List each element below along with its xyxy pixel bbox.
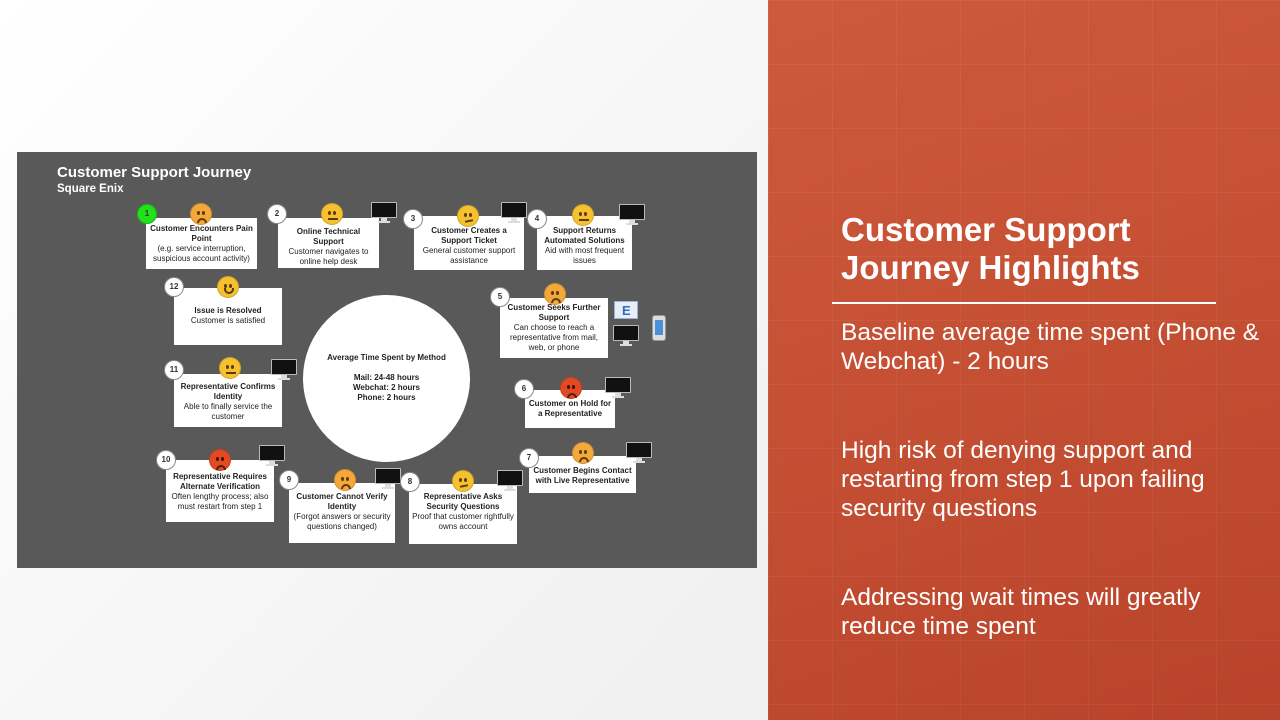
highlights-panel: Customer Support Journey Highlights Base… (768, 0, 1280, 720)
step-number-6: 6 (514, 379, 534, 399)
monitor-icon (497, 470, 523, 491)
average-time-phone: Phone: 2 hours (357, 393, 416, 402)
step-card-2: Online Technical Support Customer naviga… (278, 218, 379, 268)
step-number-10: 10 (156, 450, 176, 470)
step-number-4: 4 (527, 209, 547, 229)
sad-icon (572, 442, 594, 464)
step-card-10: Representative Requires Alternate Verifi… (166, 460, 274, 522)
monitor-icon (619, 204, 645, 225)
monitor-icon (605, 377, 631, 398)
phone-icon (652, 315, 666, 341)
monitor-icon (626, 442, 652, 463)
journey-map: Customer Support Journey Square Enix Cus… (17, 152, 757, 568)
step-number-8: 8 (400, 472, 420, 492)
average-time-title: Average Time Spent by Method (327, 353, 446, 362)
highlight-point-3: Addressing wait times will greatly reduc… (841, 584, 1201, 640)
journey-title: Customer Support Journey (57, 164, 252, 181)
neutral-face-icon (321, 203, 343, 225)
monitor-icon (371, 202, 397, 223)
angry-face-icon (209, 449, 231, 471)
thinking-face-icon (452, 470, 474, 492)
step-number-7: 7 (519, 448, 539, 468)
angry-face-icon (560, 377, 582, 399)
monitor-icon (501, 202, 527, 223)
monitor-icon (613, 325, 639, 346)
step-card-1: Customer Encounters Pain Point (e.g. ser… (146, 218, 257, 269)
sad-icon (544, 283, 566, 305)
sad-icon (334, 469, 356, 491)
neutral-face-icon (572, 204, 594, 226)
step-number-9: 9 (279, 470, 299, 490)
title-divider (832, 302, 1216, 304)
thinking-face-icon (457, 205, 479, 227)
step-card-5: Customer Seeks Further Support Can choos… (500, 298, 608, 358)
highlight-point-2: High risk of denying support and restart… (841, 437, 1205, 522)
step-number-11: 11 (164, 360, 184, 380)
step-number-12: 12 (164, 277, 184, 297)
mail-icon: E (614, 301, 638, 319)
monitor-icon (271, 359, 297, 380)
step-number-5: 5 (490, 287, 510, 307)
panel-grid-texture (768, 0, 1280, 720)
step-card-11: Representative Confirms Identity Able to… (174, 374, 282, 427)
monitor-icon (259, 445, 285, 466)
step-number-1: 1 (137, 204, 157, 224)
neutral-face-icon (219, 357, 241, 379)
average-time-mail: Mail: 24-48 hours (353, 373, 420, 382)
step-number-2: 2 (267, 204, 287, 224)
step-number-3: 3 (403, 209, 423, 229)
happy-face-icon (217, 276, 239, 298)
step-card-9: Customer Cannot Verify Identity (Forgot … (289, 483, 395, 543)
step-card-8: Representative Asks Security Questions P… (409, 484, 517, 544)
average-time-circle: Average Time Spent by Method Mail: 24-48… (303, 295, 470, 462)
highlight-point-1: Baseline average time spent (Phone & Web… (841, 319, 1260, 375)
monitor-icon (375, 468, 401, 489)
sad-icon (190, 203, 212, 225)
journey-subtitle: Square Enix (57, 183, 124, 195)
highlights-title: Customer Support Journey Highlights (841, 211, 1140, 286)
average-time-webchat: Webchat: 2 hours (353, 383, 420, 392)
